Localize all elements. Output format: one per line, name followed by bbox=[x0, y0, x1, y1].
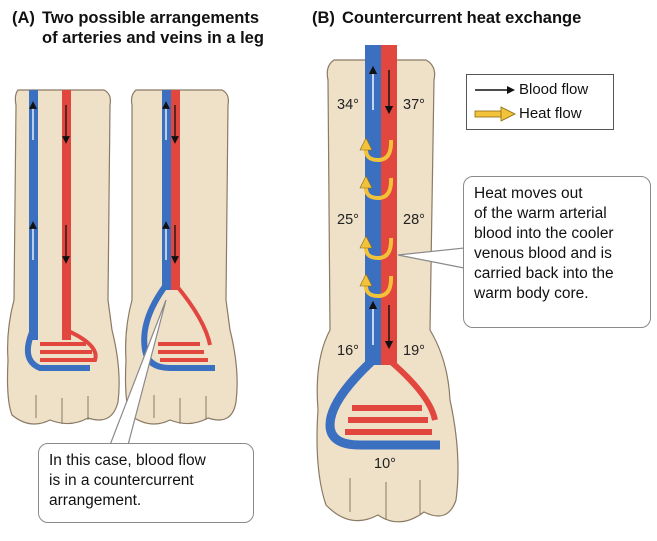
blood-flow-arrow-icon bbox=[473, 80, 517, 100]
heat-flow-arrow-icon bbox=[473, 104, 517, 124]
callout-b-line: of the warm arterial bbox=[474, 204, 640, 224]
panel-b-title-text: Countercurrent heat exchange bbox=[342, 9, 581, 27]
leg-b bbox=[317, 45, 458, 522]
callout-b-line: carried back into the bbox=[474, 264, 640, 284]
legend-heat-flow-label: Heat flow bbox=[519, 102, 582, 126]
callout-a-line: is in a countercurrent bbox=[49, 471, 243, 491]
panel-b-title: (B)Countercurrent heat exchange bbox=[312, 8, 581, 28]
callout-a-line: In this case, blood flow bbox=[49, 451, 243, 471]
callout-b-line: venous blood and is bbox=[474, 244, 640, 264]
panel-b-tag: (B) bbox=[312, 8, 342, 28]
callout-countercurrent: In this case, blood flow is in a counter… bbox=[38, 443, 254, 523]
leg-a1 bbox=[8, 90, 120, 424]
temp-foot: 10° bbox=[373, 456, 397, 472]
callout-b-line: Heat moves out bbox=[474, 184, 640, 204]
panel-a-tag: (A) bbox=[12, 8, 42, 28]
panel-a-title-line2: of arteries and veins in a leg bbox=[12, 28, 264, 48]
temp-vein-mid: 25° bbox=[336, 212, 360, 228]
legend-blood-flow: Blood flow bbox=[467, 78, 613, 102]
temp-artery-low: 19° bbox=[402, 343, 426, 359]
temp-artery-mid: 28° bbox=[402, 212, 426, 228]
temp-vein-top: 34° bbox=[336, 97, 360, 113]
temp-vein-low: 16° bbox=[336, 343, 360, 359]
callout-b-line: blood into the cooler bbox=[474, 224, 640, 244]
legend-blood-flow-label: Blood flow bbox=[519, 78, 588, 102]
legend-heat-flow: Heat flow bbox=[467, 102, 613, 126]
callout-heat-exchange: Heat moves out of the warm arterial bloo… bbox=[463, 176, 651, 328]
temp-artery-top: 37° bbox=[402, 97, 426, 113]
legend: Blood flow Heat flow bbox=[466, 74, 614, 130]
panel-a-title-line1: Two possible arrangements bbox=[42, 9, 259, 27]
callout-a-line: arrangement. bbox=[49, 491, 243, 511]
callout-b-line: warm body core. bbox=[474, 284, 640, 304]
panel-a-title: (A)Two possible arrangements of arteries… bbox=[12, 8, 264, 48]
